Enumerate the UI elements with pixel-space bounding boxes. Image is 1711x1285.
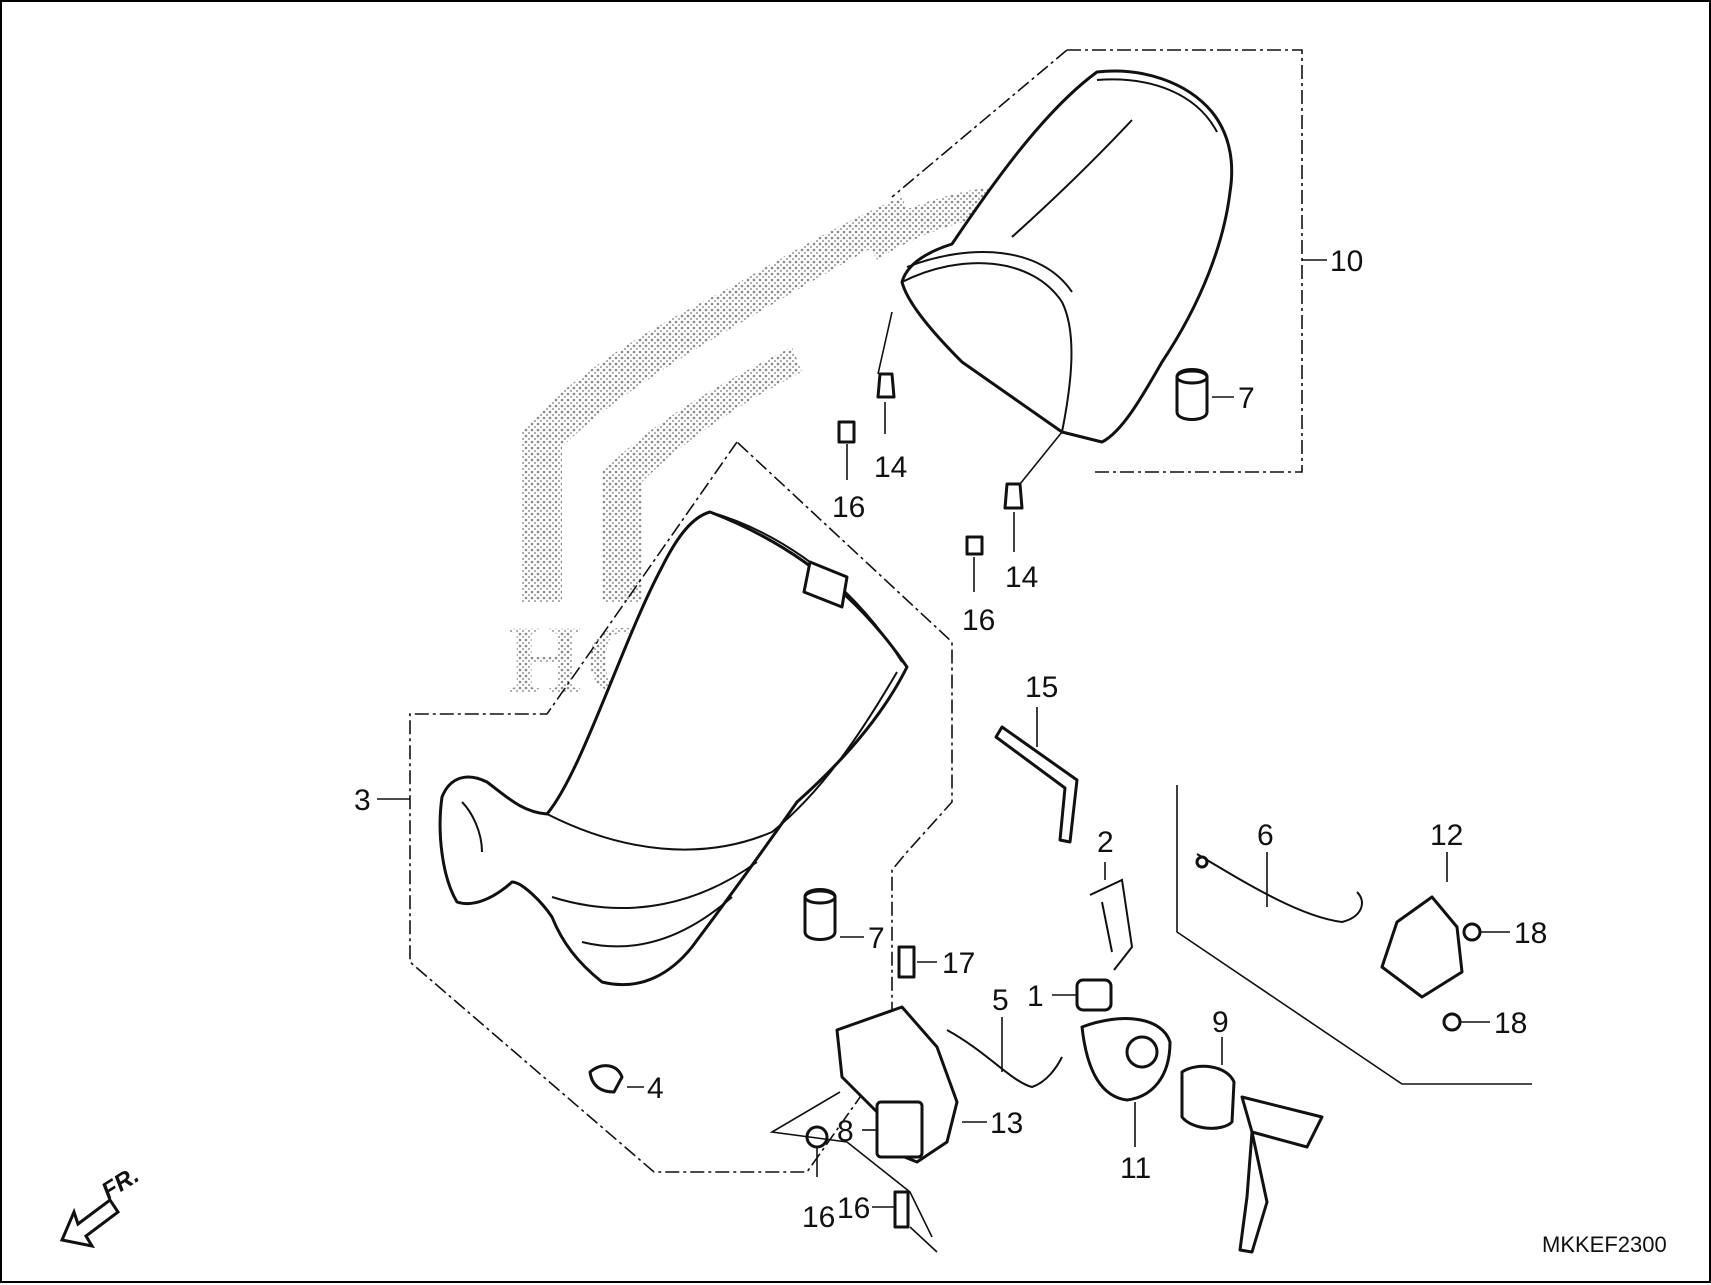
bracket-group-boundary <box>1176 785 1532 1085</box>
part-6-cable <box>1195 853 1363 924</box>
honda-wing-logo <box>522 187 992 602</box>
callout-11: 11 <box>1120 1152 1151 1185</box>
front-direction-indicator: FR. <box>59 1162 144 1249</box>
part-9-seat-lock-cylinder <box>1180 1064 1324 1254</box>
callout-4: 4 <box>647 1072 664 1105</box>
front-direction-label: FR. <box>97 1162 144 1205</box>
callout-10: 10 <box>1330 245 1363 278</box>
part-7-damper-rear <box>1175 368 1209 421</box>
group-boundaries <box>409 49 1532 1173</box>
callout-16-lower-right: 16 <box>837 1192 870 1225</box>
main-seat-boundary <box>409 441 953 1173</box>
callout-12: 12 <box>1430 819 1463 852</box>
callout-14-lower: 14 <box>1005 561 1038 594</box>
callout-8: 8 <box>837 1115 854 1148</box>
part-14-collars <box>876 372 1024 510</box>
callout-15: 15 <box>1025 671 1058 704</box>
callout-3: 3 <box>354 784 371 817</box>
callout-1: 1 <box>1027 980 1044 1013</box>
callout-2: 2 <box>1097 826 1114 859</box>
leader-lines <box>377 259 1510 1253</box>
part-16-bolts <box>805 420 984 1229</box>
callout-9: 9 <box>1212 1006 1229 1039</box>
part-13-latch-assembly <box>835 1005 959 1164</box>
part-17-screw <box>897 945 916 979</box>
callout-16-upper: 16 <box>832 491 865 524</box>
rear-seat-cowl <box>900 69 1234 444</box>
callout-18-upper: 18 <box>1514 917 1547 950</box>
part-2-spring-clip <box>1089 878 1134 971</box>
part-4-clip <box>588 1064 624 1094</box>
callout-16-lower-left: 16 <box>802 1201 835 1234</box>
part-15-hex-wrench <box>994 725 1079 844</box>
part-11-lock-holder <box>1080 1017 1172 1102</box>
rear-seat-cowl-boundary <box>1067 49 1303 473</box>
callout-7-front: 7 <box>868 922 885 955</box>
part-7-damper-front <box>803 888 837 941</box>
rear-seat-boundary-diag <box>891 49 1068 198</box>
drawing-code: MKKEF2300 <box>1542 1232 1667 1257</box>
callout-17: 17 <box>942 947 975 980</box>
callout-14-upper: 14 <box>874 451 907 484</box>
main-seat <box>438 510 909 987</box>
part-5-cable <box>946 1029 1063 1089</box>
part-12-bracket <box>1380 895 1464 999</box>
callout-5: 5 <box>992 984 1009 1017</box>
part-1-plug <box>1075 978 1113 1012</box>
callout-labels: 10 7 7 3 4 14 16 14 16 15 2 1 11 9 6 12 … <box>354 245 1547 1234</box>
front-arrow-icon <box>59 1197 121 1249</box>
callout-18-lower: 18 <box>1494 1007 1527 1040</box>
callout-16-middle: 16 <box>962 604 995 637</box>
callout-7-rear: 7 <box>1238 382 1255 415</box>
part-18-screws <box>1442 922 1482 1032</box>
callout-6: 6 <box>1257 819 1274 852</box>
callout-13: 13 <box>990 1107 1023 1140</box>
